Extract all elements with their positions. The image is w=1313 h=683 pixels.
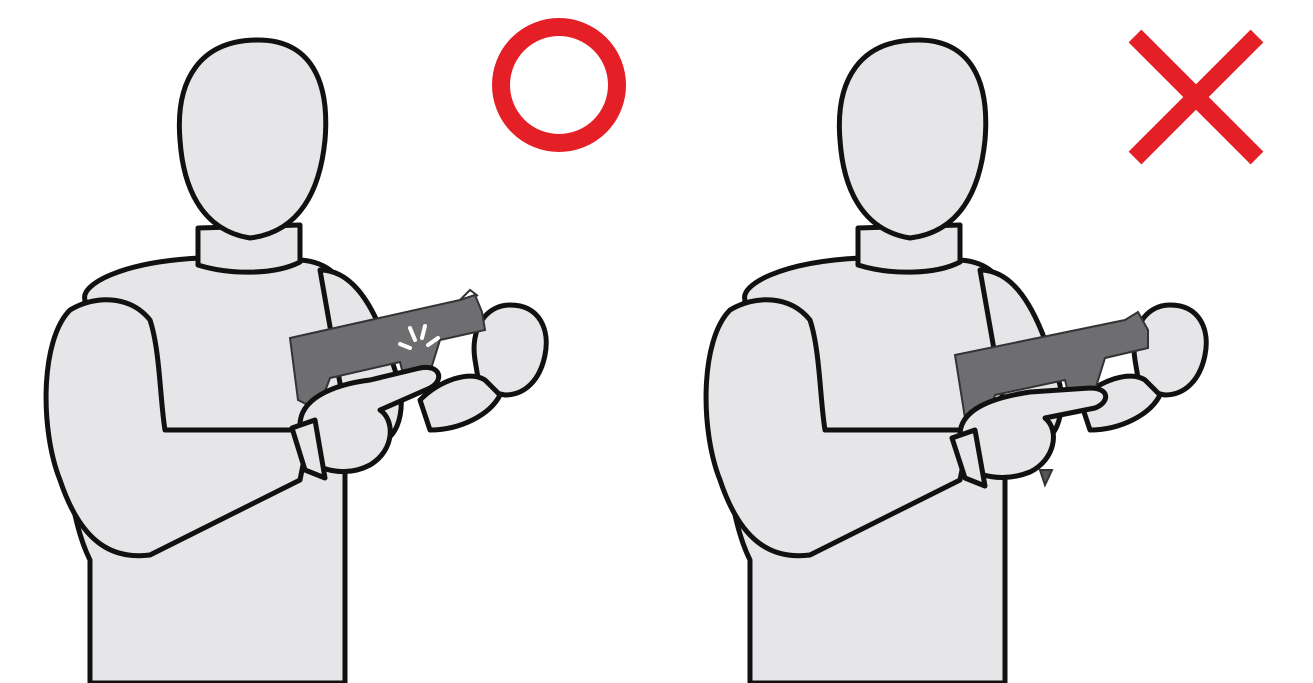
circle-check-icon [488,14,630,156]
panel-correct [0,0,660,683]
cross-icon [1125,28,1265,168]
head [179,40,325,238]
head [839,40,985,238]
panel-incorrect [660,0,1313,683]
